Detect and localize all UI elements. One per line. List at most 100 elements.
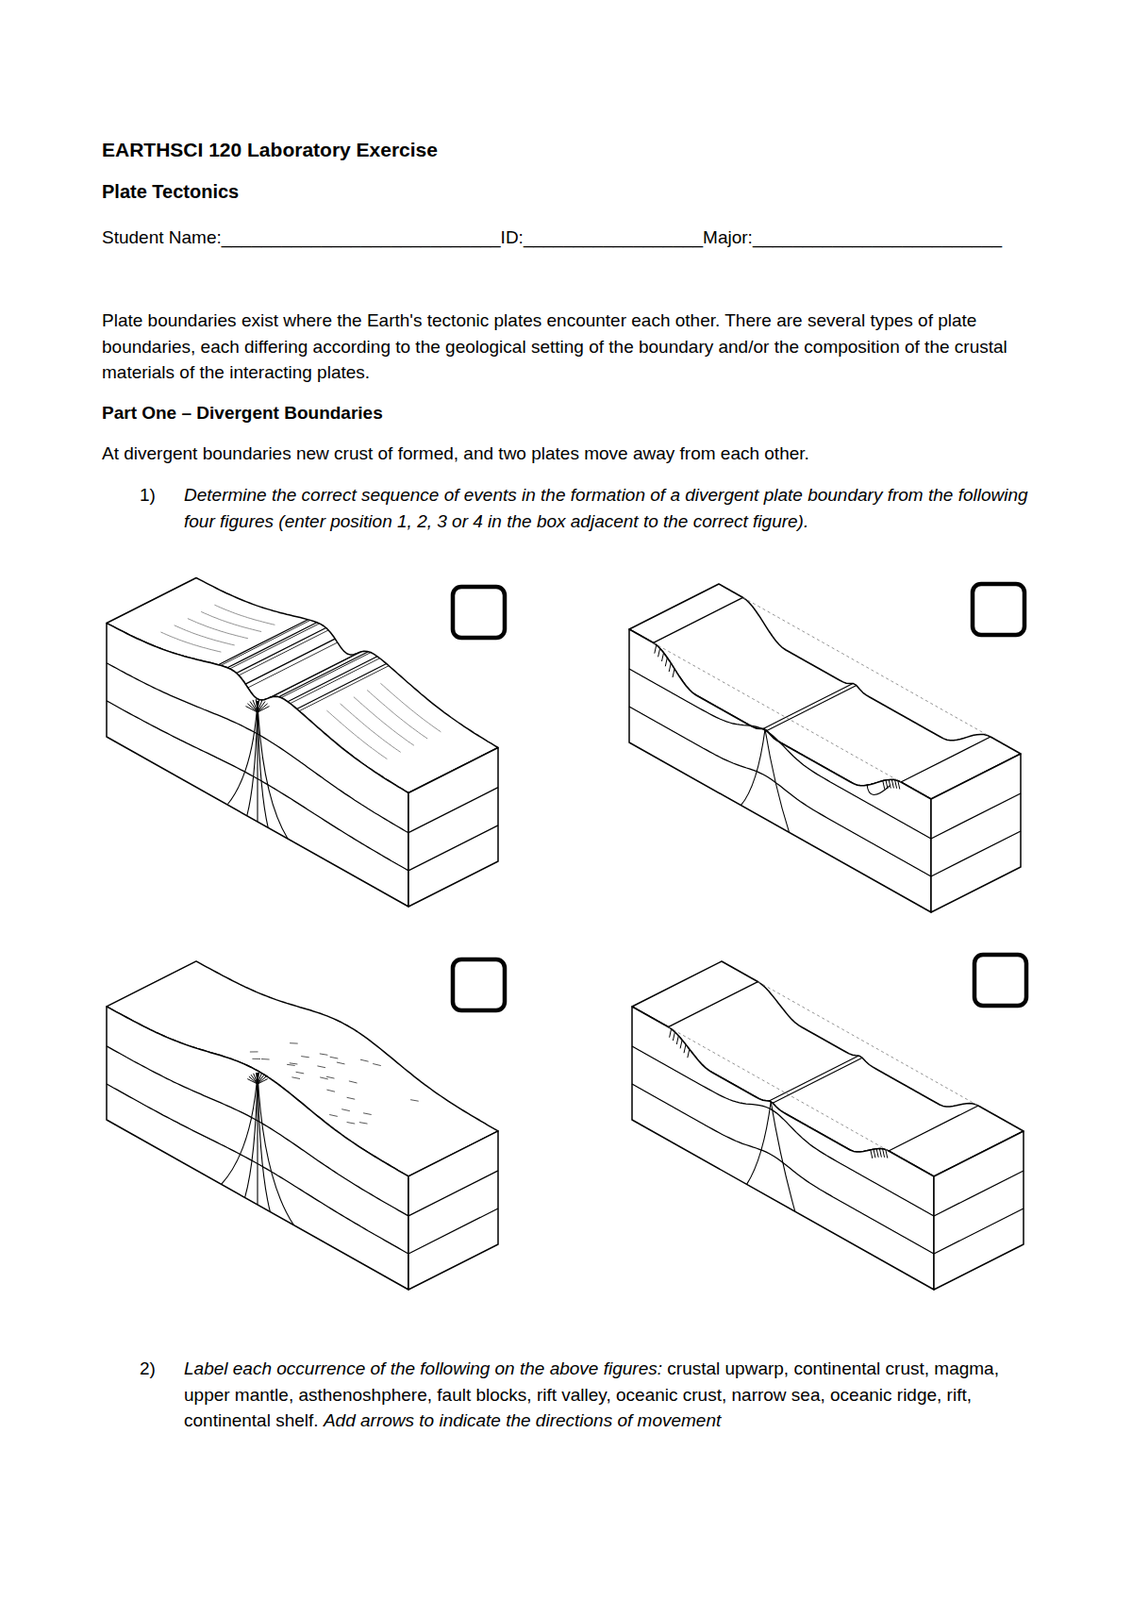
magma-ray	[257, 699, 260, 713]
front-face	[632, 1006, 934, 1290]
end-face	[408, 748, 499, 908]
scarp-tick	[680, 1039, 683, 1049]
figure-line	[281, 652, 371, 699]
answer-box	[972, 583, 1025, 635]
figure-line	[278, 651, 368, 698]
scarp-tick	[898, 781, 900, 790]
contour-line	[380, 682, 441, 733]
layer-boundary	[632, 1083, 934, 1254]
figure-line	[667, 982, 758, 1028]
fault-line	[257, 1072, 294, 1226]
fracture-mark	[300, 1056, 310, 1058]
fault-line	[247, 700, 258, 816]
answer-box	[452, 959, 505, 1011]
end-face	[933, 1131, 1024, 1290]
fracture-mark	[360, 1059, 369, 1062]
figure-line	[227, 622, 317, 668]
fracture-mark	[329, 1115, 338, 1117]
page-title: EARTHSCI 120 Laboratory Exercise	[101, 136, 438, 164]
scarp-tick	[665, 657, 667, 666]
figure-line	[230, 623, 320, 669]
sea-level-line	[667, 1027, 889, 1151]
figure-line	[900, 736, 991, 783]
answer-boxes	[452, 583, 1027, 1011]
sea-level-line	[653, 642, 901, 783]
upwelling-line	[765, 729, 790, 833]
scarp-tick	[891, 779, 894, 788]
figure-line	[297, 664, 387, 710]
block-diagram	[106, 578, 499, 908]
end-face	[408, 1131, 499, 1290]
scarp-tick	[870, 1149, 873, 1159]
layer-boundary	[408, 1208, 499, 1254]
scarp-tick	[873, 1148, 876, 1158]
contour-line	[366, 690, 428, 740]
block-diagram	[632, 961, 1024, 1290]
layer-boundary	[408, 825, 499, 871]
fault-line	[221, 1072, 258, 1184]
fracture-mark	[286, 1064, 296, 1066]
figure-line	[888, 1105, 979, 1151]
scarp-tick	[668, 663, 671, 672]
fracture-mark	[296, 1071, 305, 1074]
block-diagram	[629, 583, 1021, 913]
upwelling-line	[740, 729, 766, 806]
end-face	[931, 753, 1021, 913]
figure-line	[287, 656, 378, 702]
contour-line	[214, 604, 275, 625]
figure-line	[290, 658, 381, 704]
fracture-mark	[291, 1077, 300, 1080]
magma-ray	[257, 699, 263, 713]
scarp-tick	[876, 1148, 879, 1158]
question-text: Determine the correct sequence of events…	[183, 482, 1033, 534]
fault-line	[227, 700, 258, 805]
layer-boundary	[408, 1170, 499, 1216]
figure-line	[653, 597, 744, 643]
figure-group	[106, 578, 1024, 1291]
contour-line	[160, 632, 221, 652]
fracture-mark	[363, 1113, 372, 1116]
scarp-tick	[683, 1044, 686, 1053]
figure-line	[238, 630, 329, 676]
layer-boundary	[931, 831, 1021, 877]
scarp-tick	[895, 780, 898, 789]
scarp-tick	[654, 645, 657, 654]
fracture-mark	[261, 1058, 270, 1061]
fracture-mark	[347, 1122, 356, 1125]
layer-boundary	[106, 1046, 409, 1216]
layer-boundary	[408, 787, 499, 833]
scarp-tick	[882, 781, 885, 790]
sea-level-line	[757, 982, 979, 1106]
figure-line	[217, 619, 308, 666]
upwelling-line	[770, 1101, 796, 1212]
layer-boundary	[931, 793, 1021, 839]
upwelling-line	[747, 1101, 772, 1185]
layer-boundary	[106, 700, 409, 871]
fracture-mark	[251, 1058, 261, 1060]
answer-box	[974, 954, 1027, 1006]
layer-boundary	[933, 1208, 1024, 1254]
fracture-mark	[410, 1099, 419, 1102]
scarp-tick	[882, 1148, 885, 1158]
fracture-mark	[359, 1122, 368, 1125]
layer-boundary	[933, 1170, 1024, 1216]
ridge-line	[763, 682, 853, 729]
layer-boundary	[106, 663, 409, 833]
ridge-line	[766, 685, 857, 732]
section-intro: At divergent boundaries new crust of for…	[101, 440, 810, 467]
fracture-mark	[319, 1053, 329, 1055]
fracture-mark	[341, 1109, 350, 1112]
front-face	[106, 1006, 409, 1290]
fracture-mark	[326, 1076, 335, 1079]
fracture-mark	[330, 1056, 339, 1059]
sea-level-line	[743, 597, 991, 737]
fracture-mark	[249, 1050, 259, 1052]
figure-line	[299, 665, 389, 712]
ridge-line	[768, 1055, 859, 1101]
layer-boundary	[632, 1046, 934, 1216]
fracture-mark	[372, 1064, 382, 1066]
fault-line	[245, 1072, 258, 1198]
contour-line	[187, 618, 249, 639]
fracture-mark	[336, 1062, 346, 1065]
fracture-mark	[319, 1077, 329, 1080]
